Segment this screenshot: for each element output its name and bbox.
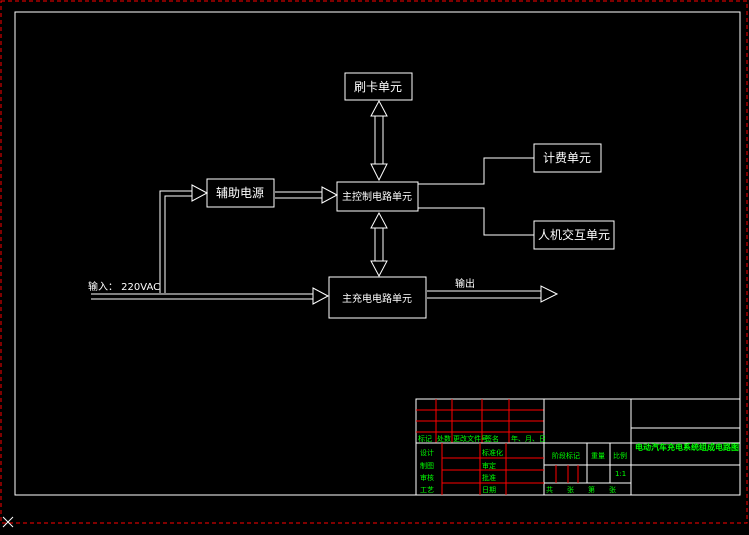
link-control-hmi	[418, 207, 534, 236]
scale-value: 1:1	[615, 470, 626, 478]
role-standard: 标准化	[482, 448, 503, 457]
role-draw: 制图	[420, 461, 434, 470]
block-main-control[interactable]: 主控制电路单元	[336, 181, 419, 212]
block-main-charge[interactable]: 主充电电路单元	[328, 276, 427, 319]
stage-label: 阶段标记	[552, 451, 580, 460]
hmi-label: 人机交互单元	[538, 227, 610, 242]
rev-header-date: 年、月、日	[511, 434, 546, 443]
main-charge-label: 主充电电路单元	[342, 292, 412, 305]
input-label: 输入： 220VAC	[88, 280, 160, 293]
role-approve: 批准	[482, 473, 496, 482]
main-control-label: 主控制电路单元	[342, 190, 412, 203]
weight-label: 重量	[591, 452, 605, 460]
drawing-title: 电动汽车充电系统组成电路图	[635, 442, 739, 452]
card-unit-label: 刷卡单元	[354, 80, 402, 94]
drawing-frame	[14, 11, 741, 496]
role-design: 设计	[420, 448, 434, 457]
output-label: 输出	[455, 277, 475, 290]
link-control-charge	[370, 211, 388, 278]
rev-header-mark: 标记	[418, 434, 432, 443]
role-date: 日期	[482, 486, 496, 494]
rev-header-sign: 签名	[485, 434, 499, 443]
link-control-billing	[418, 157, 534, 185]
sheet-label: 共 张 第 张	[546, 485, 616, 494]
link-input-charge	[91, 287, 330, 305]
title-block[interactable]: 标记 处数 更改文件号 签名 年、月、日 设计 制图 审核 工艺 标准化 审定 …	[415, 398, 741, 496]
sheet-border	[0, 0, 748, 524]
block-aux-power[interactable]: 辅助电源	[206, 178, 275, 208]
rev-header-count: 处数	[437, 434, 451, 443]
block-hmi-unit[interactable]: 人机交互单元	[533, 220, 615, 250]
link-input-aux	[159, 184, 209, 293]
ucs-icon	[2, 516, 14, 528]
block-billing-unit[interactable]: 计费单元	[533, 143, 602, 173]
aux-power-label: 辅助电源	[216, 186, 264, 200]
rev-header-doc: 更改文件号	[453, 434, 488, 443]
link-aux-control	[275, 186, 339, 204]
link-output	[427, 285, 559, 303]
link-card-control	[370, 99, 388, 182]
role-process: 工艺	[420, 486, 434, 494]
scale-label: 比例	[613, 451, 627, 460]
role-review: 审核	[420, 473, 434, 482]
block-card-unit[interactable]: 刷卡单元	[344, 72, 413, 101]
billing-label: 计费单元	[543, 151, 591, 165]
role-approve-set: 审定	[482, 461, 496, 470]
